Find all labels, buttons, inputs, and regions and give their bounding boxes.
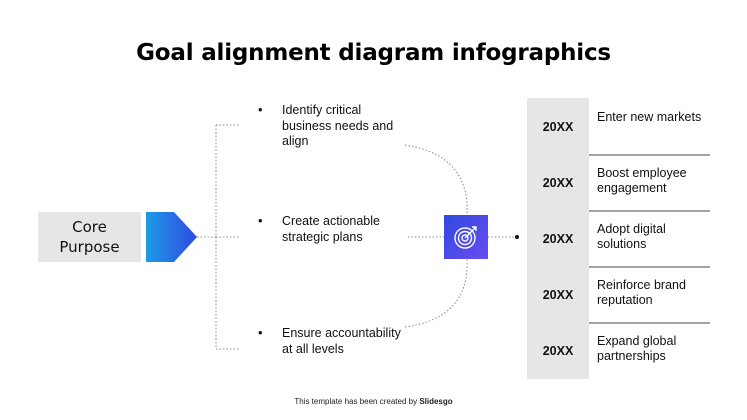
goal-text: Adopt digital solutions: [597, 222, 666, 251]
core-arrow-icon: [146, 212, 197, 262]
target-dart-icon: [454, 226, 477, 249]
goal-year: 20XX: [542, 288, 574, 302]
step-text: Create actionable strategic plans: [282, 214, 380, 244]
core-purpose-line2: Purpose: [59, 238, 120, 256]
goal-text: Expand global partnerships: [597, 334, 677, 363]
goal-row: 20XX Adopt digital solutions: [527, 211, 710, 267]
goal-text: Reinforce brand reputation: [597, 278, 686, 307]
goal-year: 20XX: [542, 120, 574, 134]
target-icon-box: [444, 215, 488, 259]
year-column: [527, 98, 589, 379]
goal-row: 20XX Boost employee engagement: [527, 155, 710, 211]
goal-year: 20XX: [542, 344, 574, 358]
page-title: Goal alignment diagram infographics: [136, 40, 611, 66]
step-text: Identify critical business needs and ali…: [282, 103, 394, 148]
bullet-icon: •: [258, 213, 263, 228]
connector-curve-top: [404, 144, 468, 216]
goal-row: 20XX Enter new markets: [527, 99, 710, 155]
goal-year: 20XX: [542, 232, 574, 246]
footer-brand-link[interactable]: Slidesgo: [419, 397, 453, 406]
goal-text: Enter new markets: [597, 110, 702, 124]
connector-dot: [515, 235, 519, 239]
core-purpose-line1: Core: [72, 218, 107, 236]
bullet-icon: •: [258, 325, 263, 340]
goal-row: 20XX Expand global partnerships: [527, 323, 710, 379]
connector-curve-bottom: [404, 258, 468, 328]
footer-credit: This template has been created by Slides…: [0, 397, 747, 406]
goal-row: 20XX Reinforce brand reputation: [527, 267, 710, 323]
goal-year: 20XX: [542, 176, 574, 190]
step-text: Ensure accountability at all levels: [282, 326, 401, 356]
goal-text: Boost employee engagement: [597, 166, 687, 195]
core-purpose-box: Core Purpose: [38, 212, 141, 262]
bullet-icon: •: [258, 102, 263, 117]
footer-prefix: This template has been created by: [294, 397, 418, 406]
